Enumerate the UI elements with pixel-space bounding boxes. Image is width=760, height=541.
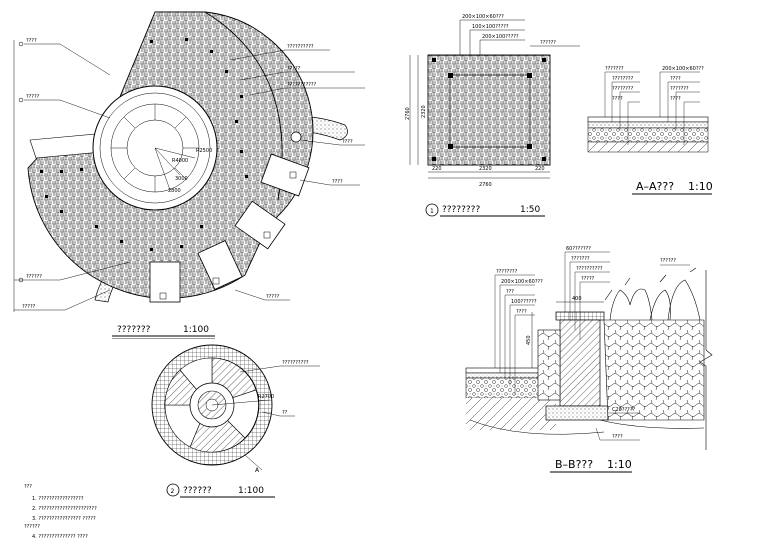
sectionB-scale: 1:10 xyxy=(607,458,632,471)
paving-markers xyxy=(40,38,248,251)
sectionB-note-3: ?????????? xyxy=(576,266,603,272)
notes-heading: ??? xyxy=(24,484,32,490)
detail1-note-3: 200×100????? xyxy=(482,34,519,40)
plan2-segments xyxy=(164,357,259,453)
sectionB-dim-top: 400 xyxy=(572,296,582,302)
label-right-band: ??????????? xyxy=(287,82,317,88)
paving-detail: 200×100×60??? 100×100????? 200×100????? … xyxy=(405,14,580,217)
sectionA-note-r4: ???? xyxy=(670,96,681,102)
shrubs xyxy=(604,267,701,321)
label-right-mid: ???? xyxy=(342,139,353,145)
dim-3000: 3000 xyxy=(175,176,188,182)
detail1-dim-inner-h: 2320 xyxy=(421,105,427,118)
label-left-bottom: ????? xyxy=(22,304,36,310)
general-notes: ??? 1. ????????????????? 2. ????????????… xyxy=(24,484,97,540)
plan2-section-mark: A xyxy=(255,467,260,474)
detail1-dim-side-r: 220 xyxy=(535,166,545,172)
sectionB-title: B–B??? xyxy=(555,458,593,471)
sectionB-note-right: ?????? xyxy=(660,258,676,264)
plan-scale: 1:100 xyxy=(183,325,209,335)
label-left-mid: ????? xyxy=(26,94,40,100)
dim-r4000: R4000 xyxy=(172,158,188,164)
plan2-label-right: ?? xyxy=(282,410,288,416)
label-left-low: ?????? xyxy=(26,274,42,280)
sectionA-scale: 1:10 xyxy=(688,180,713,193)
label-right-top2: ????? xyxy=(287,66,301,72)
sectionB-note-8: 100?????? xyxy=(511,299,537,305)
sectionA-title: A–A??? xyxy=(636,180,674,193)
sectionA-note-l1: ??????? xyxy=(605,66,624,72)
plan2-scale: 1:100 xyxy=(238,486,264,496)
detail1-dim-inner-w: 2320 xyxy=(479,166,492,172)
detail1-dim-height: 2760 xyxy=(405,107,411,120)
section-a: ??????? ???????? ???????? ???? 200×100×6… xyxy=(587,66,713,195)
sectionB-note-bottom2: ???? xyxy=(612,434,623,440)
note-3b: ?????? xyxy=(24,524,40,530)
label-right-top: ?????????? xyxy=(287,44,314,50)
detail1-note-1: 200×100×60??? xyxy=(462,14,504,20)
note-3: 3. ???????????????? ????? xyxy=(32,516,96,522)
plaza-radial-lines xyxy=(111,104,199,192)
plan2-number: 2 xyxy=(171,488,175,495)
section-b: 60??????? ??????? ?????????? ????? ?????… xyxy=(465,246,713,473)
tree-pits xyxy=(149,153,310,303)
sectionB-dim-side: 450 xyxy=(526,335,532,345)
detail1-number: 1 xyxy=(430,208,434,215)
sectionA-note-l4: ???? xyxy=(612,96,623,102)
note-1: 1. ????????????????? xyxy=(32,496,84,502)
detail1-note-2: 100×100????? xyxy=(472,24,509,30)
sectionB-note-bottom: C20????? xyxy=(612,407,635,413)
sectionB-note-2: ??????? xyxy=(571,256,590,262)
leaders-left xyxy=(13,40,131,312)
plaza-plan-2: ?????????? R2700 ?? A 2 ?????? 1:100 xyxy=(151,344,320,498)
note-2: 2. ?????????????????????? xyxy=(32,506,97,512)
sectionA-note-l2: ???????? xyxy=(612,76,634,82)
sectionA-note-r3: ??????? xyxy=(670,86,689,92)
detail1-right-note: ?????? xyxy=(540,40,556,46)
detail1-dim-side-l: 220 xyxy=(432,166,442,172)
sectionA-note-r2: ???? xyxy=(670,76,681,82)
label-top-left: ???? xyxy=(26,38,37,44)
sectionA-note-r1: 200×100×60??? xyxy=(662,66,704,72)
sectionA-note-l3: ???????? xyxy=(612,86,634,92)
detail1-dim-width: 2760 xyxy=(479,182,492,188)
plan-title: ??????? xyxy=(117,325,151,335)
sectionB-note-6: 200×100×60??? xyxy=(501,279,543,285)
plaza-plan: R2500 R4000 3000 2800 ???? ????? ???? xyxy=(13,11,365,339)
note-4: 4. ?????????????? ???? xyxy=(32,534,88,540)
plan2-dim: R2700 xyxy=(258,394,274,400)
detail1-scale: 1:50 xyxy=(520,205,540,215)
label-right-mid2: ???? xyxy=(332,179,343,185)
sectionB-note-4: ????? xyxy=(581,276,595,282)
dim-r2500: R2500 xyxy=(196,148,212,154)
sectionB-note-9: ???? xyxy=(516,309,527,315)
leaders-right xyxy=(229,49,365,301)
label-bottom-right: ????? xyxy=(266,294,280,300)
plan2-label-top: ?????????? xyxy=(282,360,309,366)
detail1-title: ???????? xyxy=(442,205,480,215)
sectionB-note-7: ??? xyxy=(506,289,514,295)
dim-2800: 2800 xyxy=(168,188,181,194)
sectionB-note-1: 60??????? xyxy=(566,246,591,252)
plan2-title: ?????? xyxy=(183,486,212,496)
sectionB-note-5: ???????? xyxy=(496,269,518,275)
